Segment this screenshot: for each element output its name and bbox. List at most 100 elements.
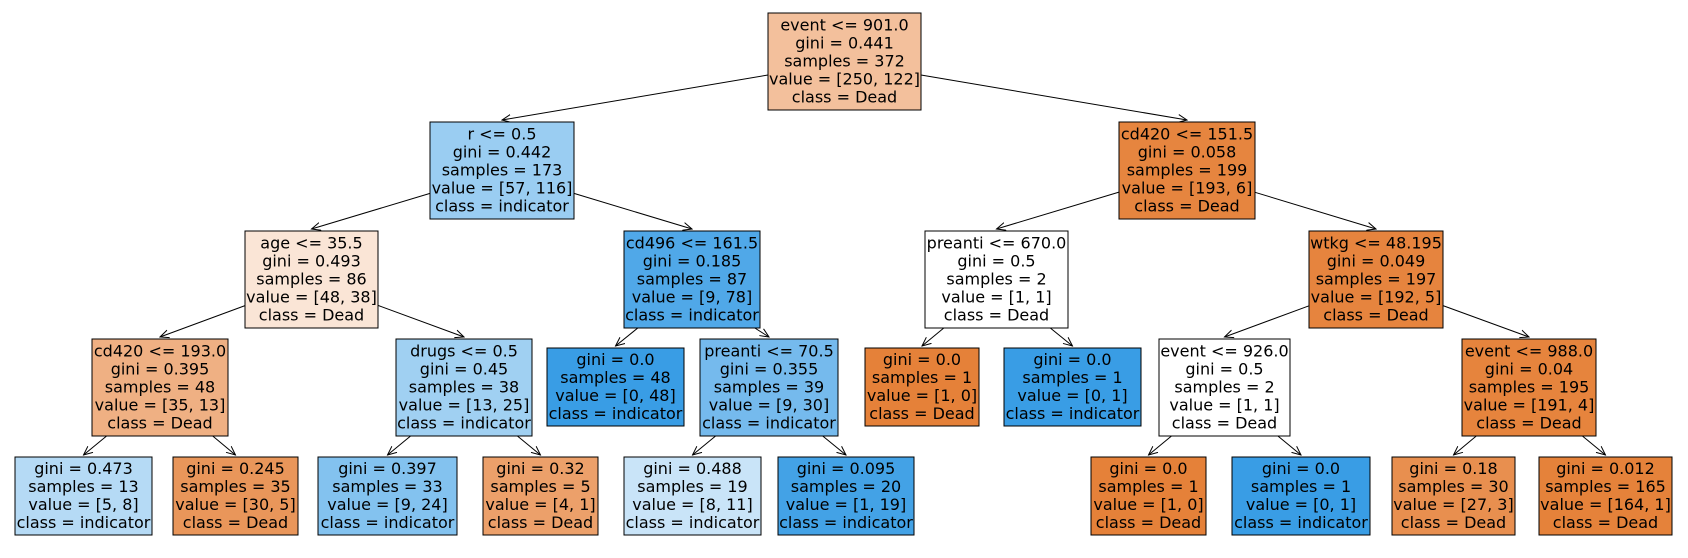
tree-edge-n14-n18 [1254,191,1376,229]
tree-node-line: samples = 86 [256,270,366,289]
tree-node-line: gini = 0.049 [1327,252,1426,271]
tree-node-box [91,338,229,437]
tree-node-line: samples = 372 [784,52,905,71]
tree-edge-n18-n19 [1225,305,1310,337]
tree-node-box [317,456,458,536]
tree-node-line: value = [4, 1] [485,495,595,514]
tree-node-line: event <= 901.0 [780,16,908,35]
tree-node-box [1158,338,1291,437]
tree-node-line: value = [250, 122] [769,70,920,89]
tree-node-line: cd420 <= 193.0 [94,342,226,361]
tree-node-box [1391,456,1516,536]
tree-node-box [777,456,915,536]
tree-edge-n19-n21 [1277,435,1301,455]
tree-node-line: value = [57, 116] [432,179,573,198]
tree-node-line: value = [164, 1] [1540,495,1671,514]
tree-node-line: cd420 <= 151.5 [1121,125,1253,144]
tree-node-box [1231,456,1371,536]
tree-edge-n0-n14 [920,74,1187,120]
tree-node-line: gini = 0.0 [883,350,961,369]
tree-edge-n2-n6 [377,304,464,337]
tree-node-box [1461,338,1597,437]
tree-node-line: class = indicator [779,513,913,532]
tree-node-line: gini = 0.245 [186,459,285,478]
tree-node-box [699,338,839,437]
tree-edge-n2-n3 [160,305,246,337]
tree-node-line: samples = 38 [409,378,519,397]
tree-node-line: drugs <= 0.5 [410,342,518,361]
tree-node-line: samples = 199 [1127,161,1248,180]
tree-node-box [623,230,761,329]
tree-node-line: gini = 0.32 [496,459,584,478]
tree-edge-n0-n1 [502,74,769,120]
tree-node-line: samples = 48 [560,368,670,387]
tree-node-box [395,338,533,437]
tree-node-line: class = indicator [435,197,569,216]
tree-node-box [14,456,153,536]
tree-node-line: gini = 0.058 [1138,143,1237,162]
tree-node-line: class = Dead [183,513,288,532]
tree-node-line: class = indicator [397,414,531,433]
tree-node-line: value = [1, 0] [1093,495,1203,514]
tree-node-line: class = indicator [321,513,455,532]
tree-node-line: gini = 0.0 [576,350,654,369]
tree-node-line: samples = 197 [1316,270,1437,289]
tree-node-line: gini = 0.0 [1109,459,1187,478]
tree-node-line: preanti <= 670.0 [927,234,1067,253]
tree-edge-n11-n12 [693,435,716,455]
tree-node-line: value = [0, 48] [555,386,675,405]
tree-node-line: class = Dead [869,404,974,423]
tree-node-line: value = [13, 25] [399,396,530,415]
tree-node-box [172,456,299,536]
tree-node-line: class = indicator [702,414,836,433]
tree-node-box [429,121,575,220]
tree-node-line: class = Dead [1096,513,1201,532]
tree-node-line: gini = 0.5 [957,252,1035,271]
tree-edge-n22-n23 [1454,435,1477,455]
tree-node-line: class = Dead [792,88,897,107]
tree-edge-n1-n2 [312,192,431,229]
tree-node-line: value = [8, 11] [632,495,752,514]
tree-node-line: samples = 87 [637,270,747,289]
tree-node-line: class = Dead [1323,306,1428,325]
tree-edge-n1-n9 [573,192,692,229]
tree-edge-n9-n11 [754,327,769,337]
tree-node-line: gini = 0.0 [1262,459,1340,478]
tree-node-line: samples = 1 [1022,368,1122,387]
tree-edge-n3-n5 [212,435,236,455]
tree-node-line: samples = 195 [1469,378,1590,397]
tree-node-line: class = indicator [17,513,151,532]
tree-node-line: value = [9, 78] [632,288,752,307]
tree-edge-n6-n8 [517,435,540,455]
tree-node-line: value = [48, 38] [246,288,377,307]
tree-node-box [546,347,685,427]
tree-edge-n14-n15 [997,191,1120,229]
tree-node-line: value = [9, 30] [709,396,829,415]
tree-node-line: class = Dead [107,414,212,433]
tree-node-line: gini = 0.0 [1033,350,1111,369]
tree-node-line: samples = 1 [872,368,972,387]
tree-edge-n3-n4 [84,435,107,455]
tree-node-line: cd496 <= 161.5 [626,234,758,253]
tree-node-line: gini = 0.095 [797,459,896,478]
tree-node-line: class = Dead [259,306,364,325]
tree-edge-n18-n22 [1442,305,1529,337]
tree-edge-n11-n13 [822,435,846,455]
